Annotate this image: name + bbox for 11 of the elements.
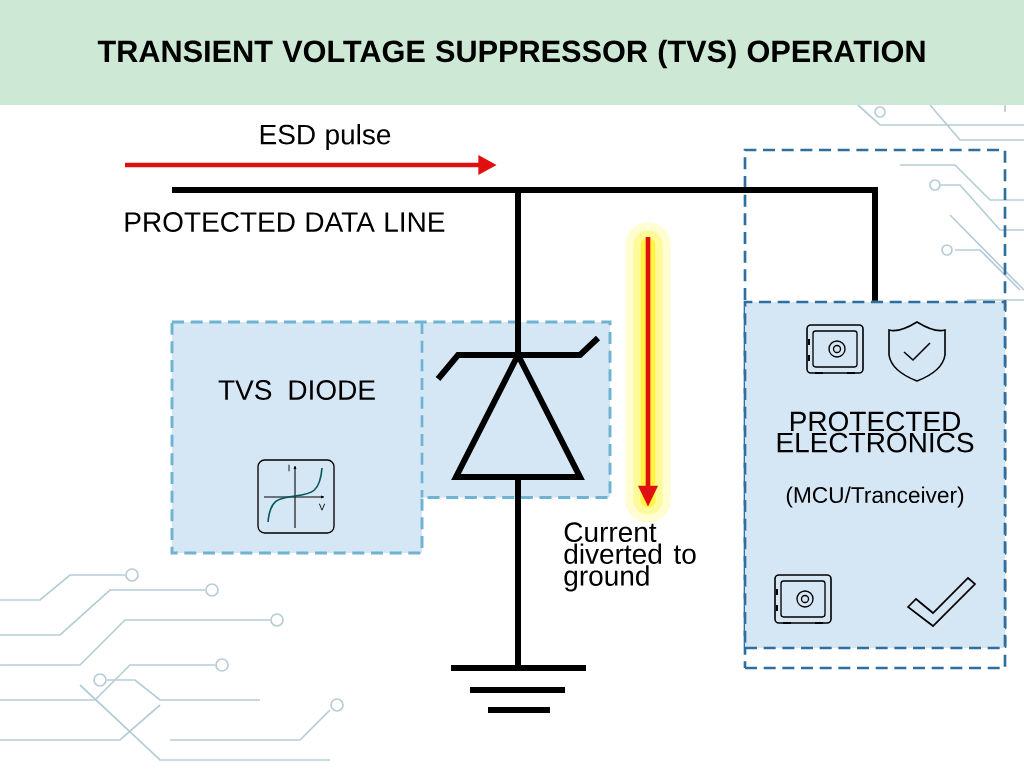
wire	[515, 477, 521, 668]
label: I	[288, 464, 290, 472]
label: V	[318, 503, 326, 511]
tvs-diode-symbol	[435, 335, 601, 480]
line-label: PROTECTED DATA LINE	[125, 212, 445, 232]
title-band: TRANSIENT VOLTAGE SUPPRESSOR (TVS) OPERATION	[0, 0, 1024, 105]
wire	[172, 187, 521, 355]
protected-electronics-box: PROTECTED ELECTRONICS (MCU/Tranceiver)	[743, 300, 1007, 650]
dashed-boundary-box	[743, 148, 1007, 670]
ground-symbol	[448, 665, 589, 713]
arrow-label: ESD pulse	[260, 123, 391, 151]
